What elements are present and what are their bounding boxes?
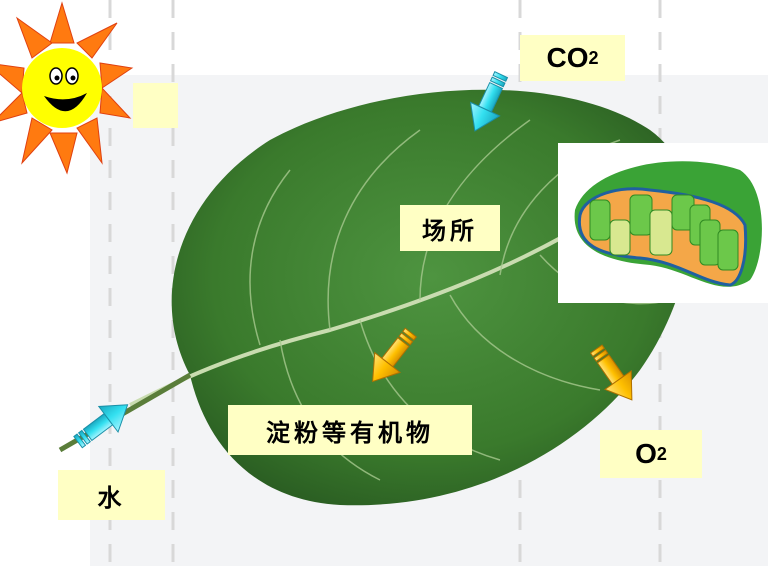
chloroplast-icon	[558, 143, 768, 303]
site-label: 场所	[400, 205, 500, 251]
water-label: 水	[58, 470, 165, 520]
o2-subscript: 2	[656, 443, 667, 464]
products-label: 淀粉等有机物	[228, 405, 472, 455]
sun-icon	[0, 1, 134, 175]
o2-text: O	[635, 438, 657, 469]
co2-subscript: 2	[588, 47, 599, 68]
hidden-label-box	[133, 83, 178, 128]
co2-text: CO	[546, 42, 589, 73]
